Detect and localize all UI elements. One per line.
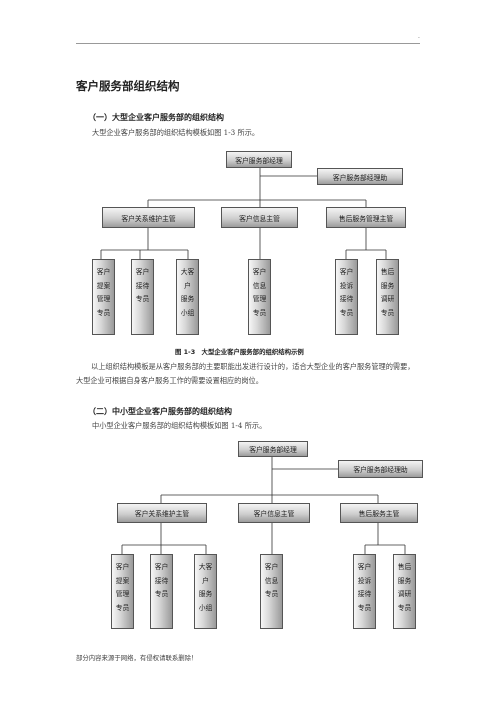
chart2-staff-6: 售后 服务 调研 专员 (393, 554, 416, 629)
chart1-staff-5: 客户 投诉 接待 专员 (335, 259, 358, 335)
chart1-manager-1: 客户关系维护主管 (102, 207, 195, 228)
chart1-manager-2: 客户信息主管 (221, 207, 298, 228)
section2-heading: （二）中小型企业客户服务部的组织结构 (88, 407, 232, 416)
header-corner-mark: . (418, 33, 420, 40)
section1-heading: （一）大型企业客户服务部的组织结构 (88, 113, 224, 122)
chart2-top-box: 客户服务部经理 (238, 441, 308, 457)
figure-1-3-caption: 图 1-3 大型企业客户服务部的组织结构示例 (175, 348, 304, 356)
chart1-assistant-box: 客户服务部经理助 (317, 168, 403, 185)
chart1-staff-6: 售后 服务 调研 专员 (376, 259, 399, 335)
chart1-manager-3: 售后服务管理主管 (326, 207, 406, 228)
chart1-top-box: 客户服务部经理 (226, 151, 292, 168)
chart2-staff-1: 客户 提案 管理 专员 (111, 554, 134, 629)
chart2-manager-3: 售后服务主管 (340, 503, 418, 523)
chart1-staff-4: 客户 信息 管理 专员 (248, 259, 271, 335)
chart1-staff-3: 大客 户 服务 小组 (176, 259, 199, 335)
chart1-staff-1: 客户 提案 管理 专员 (92, 259, 115, 335)
chart2-staff-2: 客户 接待 专员 (150, 554, 173, 629)
header-rule (76, 43, 420, 44)
section1-body: 以上组织结构模板是从客户服务部的主要职能出发进行设计的，适合大型企业的客户服务管… (76, 362, 415, 385)
section1-intro: 大型企业客户服务部的组织结构模板如图 1-3 所示。 (92, 128, 260, 137)
chart2-assistant-box: 客户服务部经理助 (338, 460, 423, 478)
footer-disclaimer: 部分内容来源于网络，有侵权请联系删除！ (76, 654, 198, 662)
chart2-manager-1: 客户关系维护主管 (117, 503, 207, 523)
chart2-staff-3: 大客 户 服务 小组 (194, 554, 217, 629)
chart1-staff-2: 客户 接待 专员 (131, 259, 154, 335)
chart2-staff-4: 客户 信息 专员 (260, 554, 283, 629)
chart2-manager-2: 客户信息主管 (238, 503, 310, 523)
page-title: 客户服务部组织结构 (76, 79, 180, 93)
section2-intro: 中小型企业客户服务部的组织结构模板如图 1-4 所示。 (92, 421, 267, 430)
chart2-staff-5: 客户 投诉 接待 专员 (353, 554, 376, 629)
